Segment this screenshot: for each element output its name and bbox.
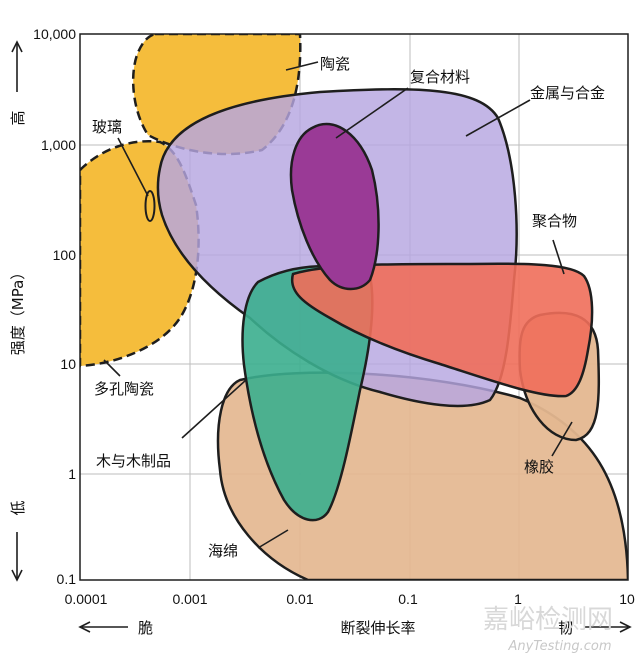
x-low-label: 脆 xyxy=(138,619,153,637)
label-wood: 木与木制品 xyxy=(96,452,171,470)
label-polymers: 聚合物 xyxy=(532,212,577,230)
y-tick-label: 10 xyxy=(60,356,76,372)
leader-porous xyxy=(103,359,121,377)
leader-rubber xyxy=(551,421,573,457)
leader-lines xyxy=(103,61,573,549)
y-tick-label: 0.1 xyxy=(57,571,77,587)
x-tick-label: 0.01 xyxy=(286,591,313,607)
x-tick-labels: 0.0001 0.001 0.01 0.1 1 10 xyxy=(65,591,635,607)
leader-ceramics xyxy=(285,61,319,71)
label-composites: 复合材料 xyxy=(410,68,470,86)
y-tick-label: 1,000 xyxy=(41,137,76,153)
label-rubber: 橡胶 xyxy=(524,458,554,476)
leader-polymers xyxy=(552,239,565,275)
x-high-label: 韧 xyxy=(558,619,573,637)
x-axis-annotations xyxy=(78,621,632,633)
x-tick-label: 0.1 xyxy=(398,591,418,607)
y-axis-title: 强度（MPa） xyxy=(9,265,27,356)
watermark-name: 嘉峪检测网 xyxy=(483,605,613,635)
label-glass: 玻璃 xyxy=(92,118,122,136)
leader-composites xyxy=(335,87,409,139)
plot-border xyxy=(79,33,629,581)
label-metals: 金属与合金 xyxy=(530,84,605,102)
label-sponge: 海绵 xyxy=(208,542,238,560)
x-tick-label: 0.001 xyxy=(172,591,207,607)
y-tick-label: 1 xyxy=(68,466,76,482)
x-left-arrowhead-icon xyxy=(78,621,91,633)
x-tick-label: 1 xyxy=(514,591,522,607)
x-tick-label: 10 xyxy=(619,591,635,607)
leader-metals xyxy=(465,99,531,137)
label-porous-ceramics: 多孔陶瓷 xyxy=(94,380,154,398)
x-axis-title: 断裂伸长率 xyxy=(340,619,415,637)
x-tick-label: 0.0001 xyxy=(65,591,108,607)
y-tick-labels: 10,000 1,000 100 10 1 0.1 xyxy=(33,26,76,587)
y-tick-label: 10,000 xyxy=(33,26,76,42)
x-right-arrowhead-icon xyxy=(619,621,632,633)
region-polymers xyxy=(290,262,594,398)
label-ceramics: 陶瓷 xyxy=(320,55,350,73)
leader-glass xyxy=(117,137,149,197)
y-axis-annotations xyxy=(11,40,23,582)
y-low-label: 低 xyxy=(9,500,27,515)
watermark-url: AnyTesting.com xyxy=(507,639,611,654)
y-high-label: 高 xyxy=(9,110,27,125)
region-composites xyxy=(289,122,380,291)
leader-sponge xyxy=(257,529,289,549)
y-up-arrowhead-icon xyxy=(11,40,23,53)
leader-wood xyxy=(181,379,247,439)
y-down-arrowhead-icon xyxy=(11,569,23,582)
y-tick-label: 100 xyxy=(53,247,77,263)
region-glass xyxy=(144,190,156,222)
